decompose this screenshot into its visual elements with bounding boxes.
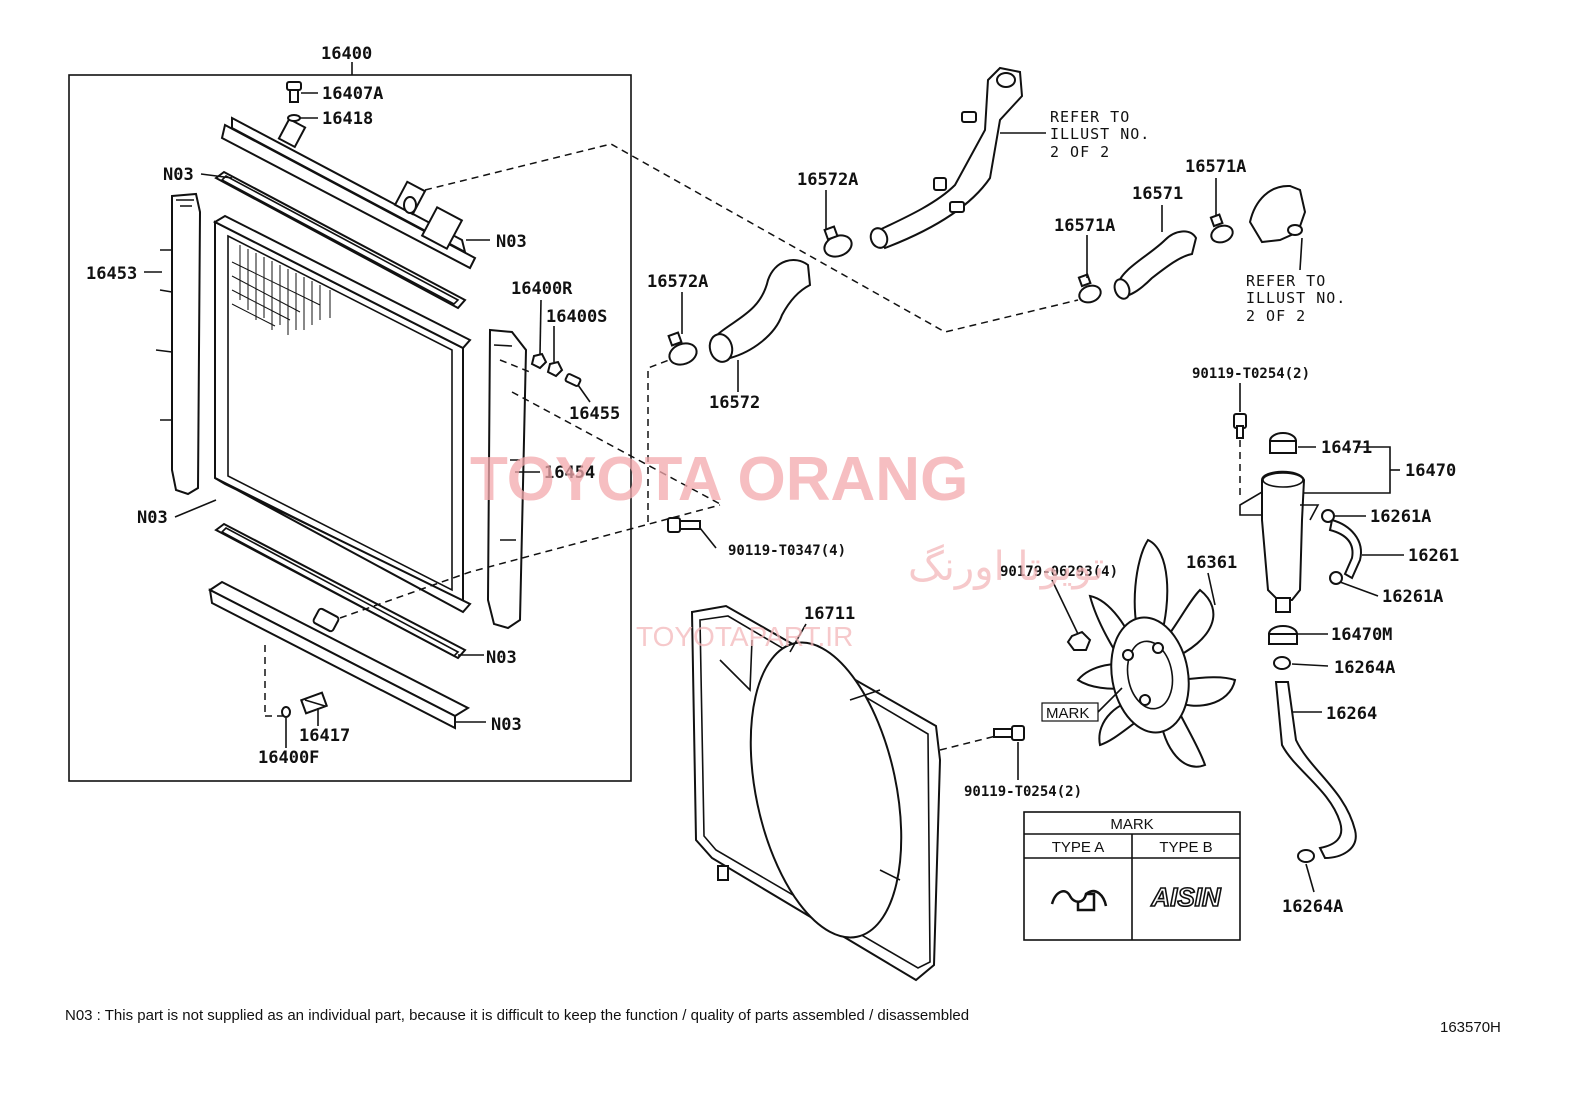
label-16361: 16361 (1186, 553, 1237, 573)
hose-clamps (667, 213, 1234, 366)
fan-nut (1066, 630, 1092, 651)
watermark: TOYOTA ORANG تویوتا اورنگ TOYOTAPART.IR (470, 445, 1104, 652)
diagram-id: 163570H (1440, 1019, 1501, 1036)
label-16400: 16400 (321, 44, 372, 64)
assembly-box (68, 74, 632, 782)
denso-mark-icon (1050, 889, 1108, 912)
label-16400R: 16400R (511, 279, 573, 299)
ref2-line3: 2 OF 2 (1246, 307, 1306, 325)
hose-16572 (708, 259, 812, 363)
bolt-t0347 (667, 517, 701, 533)
ref2-line1: REFER TO (1246, 272, 1326, 290)
part-labels: 16400 16407A 16418 N03 N03 16453 16400R … (86, 44, 1459, 917)
upper-pipe (869, 66, 1024, 250)
label-16261A-top: 16261A (1370, 507, 1431, 527)
label-16418: 16418 (322, 109, 373, 129)
label-16571: 16571 (1132, 184, 1183, 204)
label-16264A-top: 16264A (1334, 658, 1395, 678)
ref1-line3: 2 OF 2 (1050, 143, 1110, 161)
right-side-bracket (486, 328, 531, 630)
lower-tank (208, 580, 471, 730)
label-16453: 16453 (86, 264, 137, 284)
radiator-assembly (68, 62, 632, 782)
label-n03-side: N03 (137, 508, 168, 528)
label-16455: 16455 (569, 404, 620, 424)
mark-callout-text: MARK (1046, 705, 1089, 722)
upper-tank (220, 116, 477, 270)
label-bolt-t0254-bottom: 90119-T0254(2) (964, 784, 1082, 800)
label-n03-top: N03 (163, 165, 194, 185)
leader-lines (144, 92, 1404, 893)
label-16572: 16572 (709, 393, 760, 413)
reservoir-hose (1321, 509, 1362, 585)
fan-shroud (690, 604, 942, 982)
label-n03-bottom: N03 (491, 715, 522, 735)
cooling-fan (1076, 538, 1237, 768)
mark-type-b: TYPE B (1159, 839, 1212, 856)
ref1-line2: ILLUST NO. (1050, 125, 1150, 143)
mark-table: MARK TYPE A TYPE B AISIN (1023, 811, 1241, 941)
mark-type-a: TYPE A (1052, 839, 1105, 856)
label-16572A-top: 16572A (797, 170, 858, 190)
drain-cap (286, 81, 302, 122)
overflow-hose (1268, 625, 1357, 863)
label-16264: 16264 (1326, 704, 1377, 724)
label-16711: 16711 (804, 604, 855, 624)
thermostat-housing (1248, 184, 1307, 244)
watermark-line2: تویوتا اورنگ (908, 544, 1104, 590)
watermark-line3: TOYOTAPART.IR (636, 621, 853, 652)
label-16571A-right: 16571A (1185, 157, 1246, 177)
reserve-tank (1233, 413, 1320, 613)
watermark-line1: TOYOTA ORANG (470, 445, 968, 514)
upper-gasket (214, 170, 467, 310)
mount-fasteners (530, 352, 582, 387)
footnote: N03 : This part is not supplied as an in… (65, 1007, 969, 1024)
mark-table-header: MARK (1110, 816, 1153, 833)
label-bolt-t0254-top: 90119-T0254(2) (1192, 366, 1310, 382)
label-16264A-bottom: 16264A (1282, 897, 1343, 917)
ref2-line2: ILLUST NO. (1246, 289, 1346, 307)
hose-16571 (1113, 230, 1198, 300)
label-16454: 16454 (544, 463, 595, 483)
label-16470M: 16470M (1331, 625, 1392, 645)
radiator-core (212, 214, 472, 614)
label-n03-gasket-top: N03 (496, 232, 527, 252)
label-16571A-left: 16571A (1054, 216, 1115, 236)
aisin-mark-logo: AISIN (1150, 882, 1222, 912)
label-16400F: 16400F (258, 748, 319, 768)
label-bolt-t0347: 90119-T0347(4) (728, 543, 846, 559)
label-n03-gasket-bottom: N03 (486, 648, 517, 668)
bolt-t0254-lower (993, 725, 1025, 741)
ref1-line1: REFER TO (1050, 108, 1130, 126)
label-16572A-left: 16572A (647, 272, 708, 292)
label-16400S: 16400S (546, 307, 607, 327)
mark-callout-box (1041, 702, 1099, 722)
label-16417: 16417 (299, 726, 350, 746)
left-side-bracket (155, 192, 202, 496)
label-16471: 16471 (1321, 438, 1372, 458)
label-16261: 16261 (1408, 546, 1459, 566)
label-16407A: 16407A (322, 84, 383, 104)
label-16261A-bottom: 16261A (1382, 587, 1443, 607)
label-16470: 16470 (1405, 461, 1456, 481)
drain-cock (264, 645, 329, 718)
label-nut-06293: 90179-06293(4) (1000, 564, 1118, 580)
